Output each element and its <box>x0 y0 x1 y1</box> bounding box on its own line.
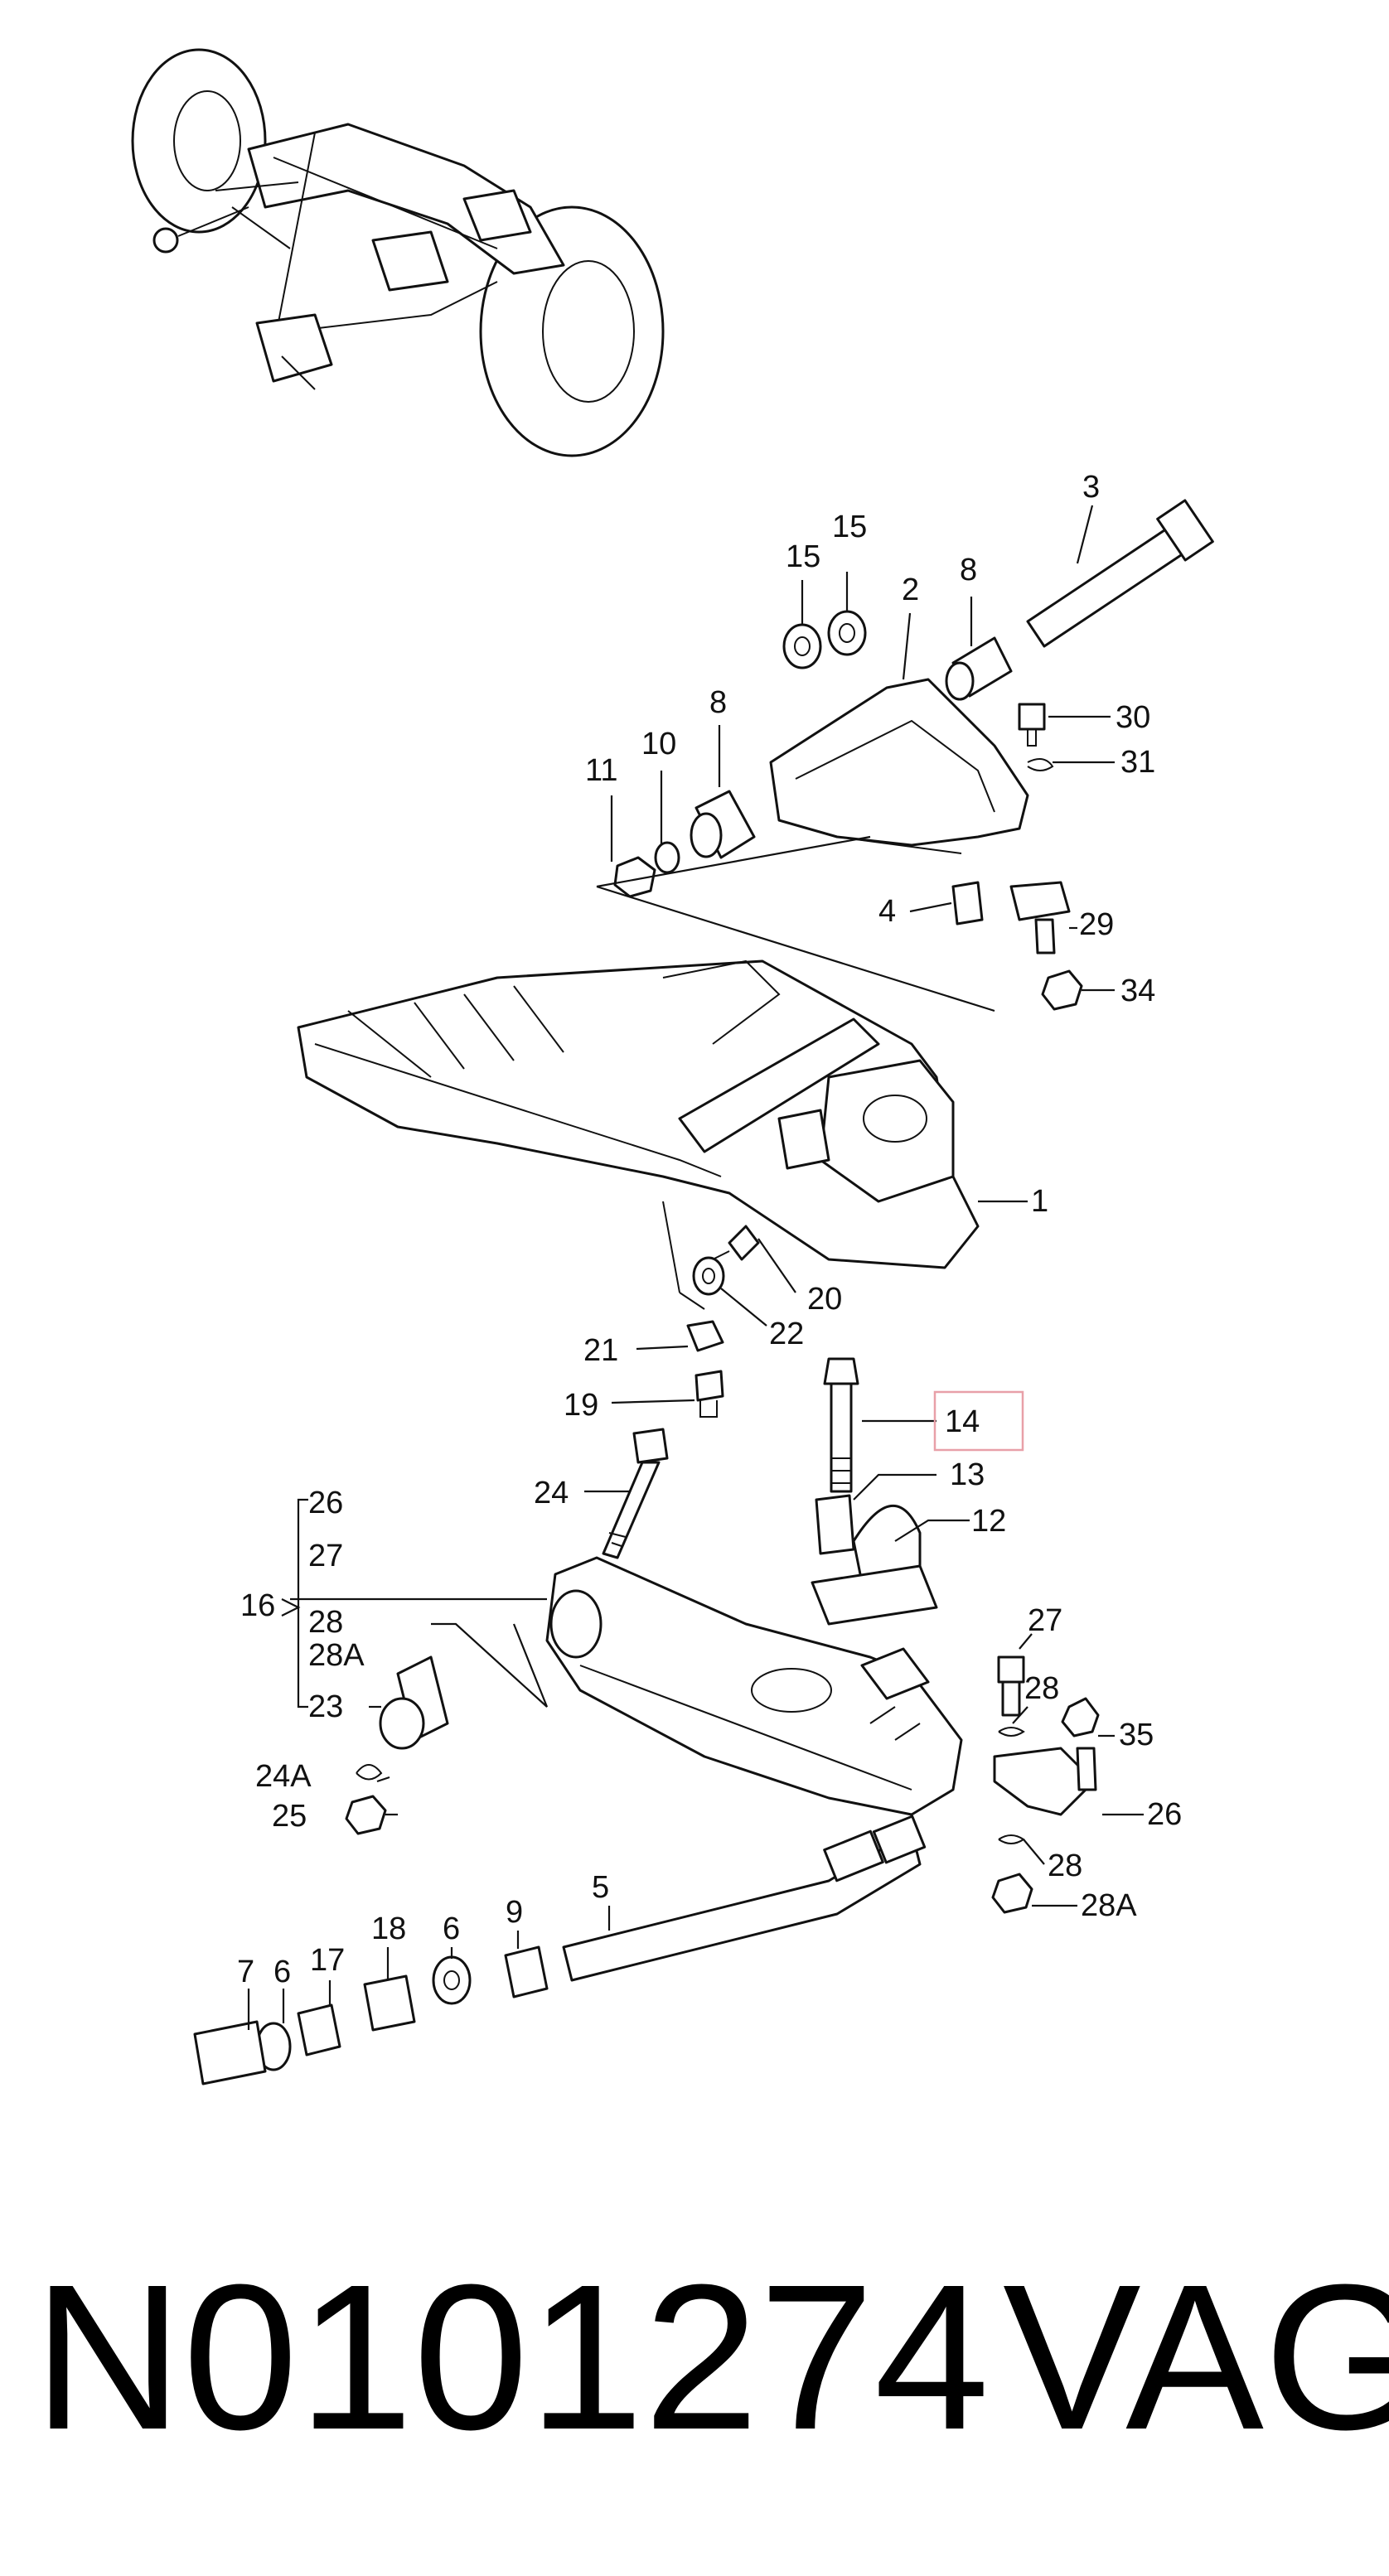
callout-19: 19 <box>564 1388 598 1423</box>
callout-21: 21 <box>583 1333 618 1368</box>
callout-15: 15 <box>832 510 867 544</box>
callout-27: 27 <box>308 1539 343 1573</box>
callout-9: 9 <box>506 1895 523 1930</box>
callout-28A: 28A <box>308 1638 365 1673</box>
callout-15: 15 <box>786 539 820 574</box>
callout-1: 1 <box>1031 1184 1048 1219</box>
callout-8: 8 <box>709 685 727 720</box>
callout-30: 30 <box>1116 700 1150 735</box>
subframe-fasteners <box>686 1225 760 1418</box>
callout-24A: 24A <box>255 1759 312 1794</box>
bolt-24 <box>602 1428 669 1559</box>
overview-axle-illustration <box>131 48 665 457</box>
callout-24: 24 <box>534 1476 569 1510</box>
subframe-crossmember <box>297 959 980 1310</box>
brand-name: VAG <box>1003 2241 1389 2472</box>
lower-control-arm <box>545 1556 963 1816</box>
callout-28A: 28A <box>1081 1888 1137 1923</box>
callout-27: 27 <box>1028 1603 1062 1638</box>
callout-2: 2 <box>902 573 919 607</box>
callout-11: 11 <box>585 753 617 788</box>
callout-10: 10 <box>641 727 676 761</box>
callout-28: 28 <box>1024 1671 1059 1706</box>
callout-6: 6 <box>443 1911 460 1946</box>
callout-28: 28 <box>1048 1849 1082 1883</box>
callout-6: 6 <box>273 1955 291 1989</box>
callout-12: 12 <box>971 1504 1006 1539</box>
callout-34: 34 <box>1120 974 1155 1008</box>
leader-lines <box>247 505 1144 2030</box>
callout-26: 26 <box>308 1486 343 1520</box>
callout-5: 5 <box>592 1870 609 1905</box>
highlight-box-14 <box>933 1390 1024 1452</box>
left-bushings <box>290 1597 549 1835</box>
callout-28: 28 <box>308 1605 343 1640</box>
callout-29: 29 <box>1079 907 1114 942</box>
callout-16: 16 <box>240 1588 275 1623</box>
callout-25: 25 <box>272 1799 307 1834</box>
callout-3: 3 <box>1082 470 1100 505</box>
callout-18: 18 <box>371 1911 406 1946</box>
callout-8: 8 <box>960 553 977 587</box>
tension-strut-group <box>193 1815 927 2085</box>
callout-22: 22 <box>769 1317 804 1351</box>
ball-joint-group <box>991 1655 1100 1914</box>
callout-31: 31 <box>1120 745 1155 780</box>
part-number: N0101274 <box>33 2241 990 2472</box>
suspension-exploded-diagram: 3 15 15 2 8 30 31 11 10 8 4 29 34 1 20 2… <box>131 48 1214 2085</box>
callout-23: 23 <box>308 1689 343 1724</box>
callout-26: 26 <box>1147 1797 1182 1832</box>
callout-13: 13 <box>950 1457 985 1492</box>
callout-20: 20 <box>807 1282 842 1317</box>
callout-35: 35 <box>1119 1718 1154 1752</box>
callout-14: 14 <box>945 1404 980 1439</box>
lower-arm-fasteners <box>811 1357 938 1626</box>
callout-7: 7 <box>237 1955 254 1989</box>
callout-labels: 3 15 15 2 8 30 31 11 10 8 4 29 34 1 20 2… <box>237 470 1182 1989</box>
callout-4: 4 <box>878 894 896 929</box>
callout-17: 17 <box>310 1943 345 1978</box>
